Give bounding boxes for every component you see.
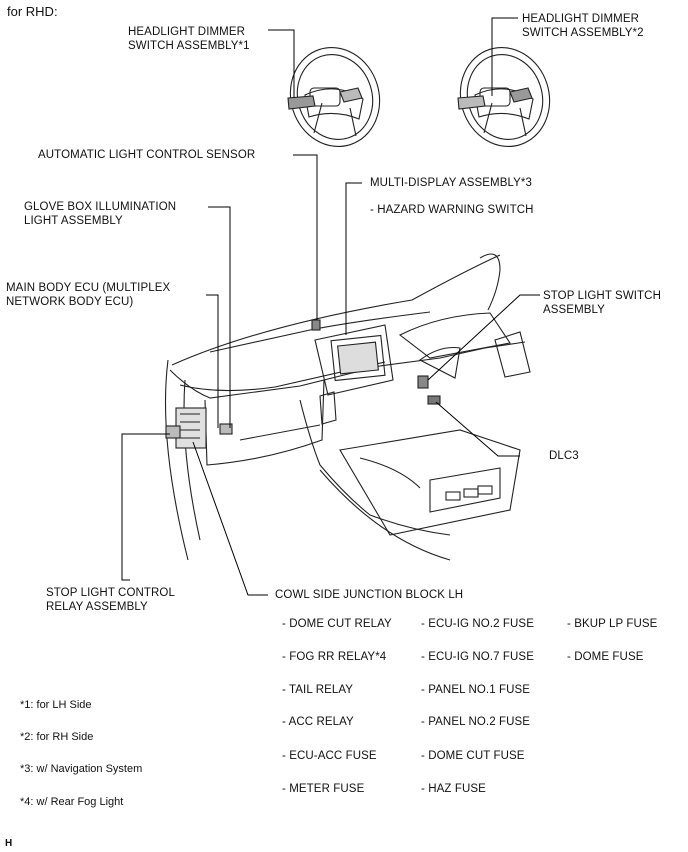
steering-wheel-rh-drawing bbox=[457, 46, 551, 148]
label-line: SWITCH ASSEMBLY*2 bbox=[522, 27, 644, 39]
label-main-body-ecu: MAIN BODY ECU (MULTIPLEX NETWORK BODY EC… bbox=[6, 281, 170, 309]
label-multi-display-assembly: MULTI-DISPLAY ASSEMBLY*3 bbox=[370, 177, 532, 189]
footnote-1: *1: for LH Side bbox=[20, 699, 92, 711]
footnote-4: *4: w/ Rear Fog Light bbox=[20, 796, 124, 808]
label-line: HEADLIGHT DIMMER bbox=[128, 26, 246, 38]
junction-item: - DOME FUSE bbox=[567, 651, 644, 663]
junction-item: - DOME CUT RELAY bbox=[282, 618, 392, 630]
label-line: MAIN BODY ECU (MULTIPLEX bbox=[6, 282, 171, 294]
label-line: GLOVE BOX ILLUMINATION bbox=[24, 201, 177, 213]
junction-item: - HAZ FUSE bbox=[421, 783, 486, 795]
junction-list-column-2: - ECU-IG NO.2 FUSE - ECU-IG NO.7 FUSE - … bbox=[421, 617, 534, 796]
junction-item: - TAIL RELAY bbox=[282, 684, 354, 696]
junction-item: - PANEL NO.1 FUSE bbox=[421, 684, 531, 696]
junction-item: - ECU-IG NO.2 FUSE bbox=[421, 618, 534, 630]
label-line: RELAY ASSEMBLY bbox=[46, 601, 148, 613]
label-line: STOP LIGHT CONTROL bbox=[46, 587, 175, 599]
figure-id: H bbox=[5, 838, 13, 849]
junction-item: - FOG RR RELAY*4 bbox=[282, 651, 387, 663]
junction-item: - ECU-IG NO.7 FUSE bbox=[421, 651, 534, 663]
footnote-2: *2: for RH Side bbox=[20, 731, 94, 743]
label-line: LIGHT ASSEMBLY bbox=[24, 215, 123, 227]
label-line: NETWORK BODY ECU) bbox=[6, 296, 134, 308]
label-line: STOP LIGHT SWITCH bbox=[543, 290, 661, 302]
label-headlight-dimmer-switch-rh: HEADLIGHT DIMMER SWITCH ASSEMBLY*2 bbox=[522, 12, 644, 40]
page-heading: for RHD: bbox=[7, 4, 58, 19]
junction-item: - DOME CUT FUSE bbox=[421, 750, 525, 762]
junction-list-column-1: - DOME CUT RELAY - FOG RR RELAY*4 - TAIL… bbox=[282, 617, 392, 796]
junction-list-column-3: - BKUP LP FUSE - DOME FUSE bbox=[567, 617, 657, 664]
label-cowl-side-junction-block: COWL SIDE JUNCTION BLOCK LH bbox=[275, 589, 464, 601]
label-dlc3: DLC3 bbox=[549, 450, 579, 462]
junction-item: - BKUP LP FUSE bbox=[567, 618, 658, 630]
label-line: SWITCH ASSEMBLY*1 bbox=[128, 40, 250, 52]
label-automatic-light-control-sensor: AUTOMATIC LIGHT CONTROL SENSOR bbox=[38, 149, 256, 161]
steering-wheel-lh-drawing bbox=[287, 46, 381, 148]
label-line: HEADLIGHT DIMMER bbox=[522, 13, 640, 25]
label-hazard-warning-switch: - HAZARD WARNING SWITCH bbox=[370, 204, 534, 216]
junction-item: - PANEL NO.2 FUSE bbox=[421, 716, 531, 728]
junction-item: - ACC RELAY bbox=[282, 716, 354, 728]
junction-item: - ECU-ACC FUSE bbox=[282, 750, 377, 762]
junction-item: - METER FUSE bbox=[282, 783, 365, 795]
label-glove-box-illumination: GLOVE BOX ILLUMINATION LIGHT ASSEMBLY bbox=[24, 200, 176, 228]
label-line: ASSEMBLY bbox=[543, 304, 605, 316]
instrument-panel-drawing bbox=[164, 253, 531, 561]
label-headlight-dimmer-switch-lh: HEADLIGHT DIMMER SWITCH ASSEMBLY*1 bbox=[128, 25, 250, 53]
footnote-3: *3: w/ Navigation System bbox=[20, 763, 143, 775]
leader-lines bbox=[121, 17, 540, 596]
label-stop-light-switch-assembly: STOP LIGHT SWITCH ASSEMBLY bbox=[543, 289, 661, 317]
label-stop-light-control-relay: STOP LIGHT CONTROL RELAY ASSEMBLY bbox=[46, 586, 175, 614]
